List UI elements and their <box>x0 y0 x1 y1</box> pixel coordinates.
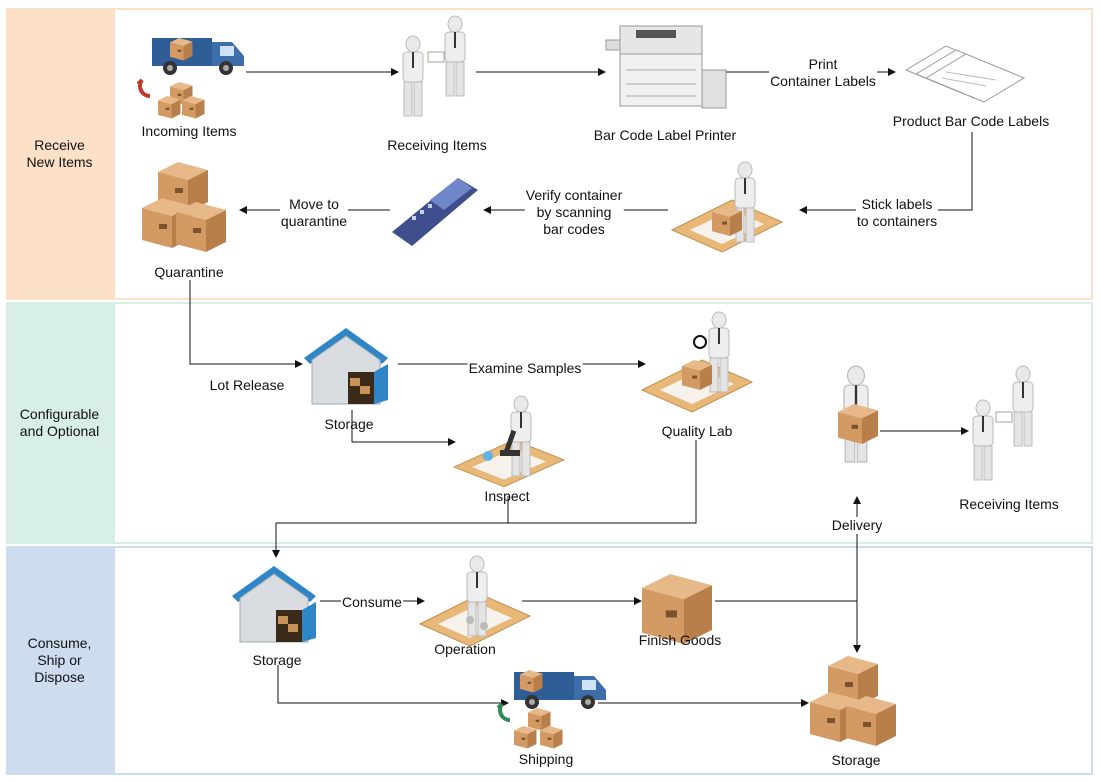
lane-body-consume <box>113 546 1093 775</box>
node-finish-goods: Finish Goods <box>638 632 722 648</box>
storage-icon <box>231 565 317 643</box>
edge-lot-release: Lot Release <box>209 377 285 393</box>
node-quality-lab: Quality Lab <box>661 423 733 439</box>
edge-stick-labels: Stick labels to containers <box>855 196 939 230</box>
node-quarantine: Quarantine <box>154 264 224 280</box>
box-icon <box>158 96 181 119</box>
edge-consume: Consume <box>341 594 403 611</box>
person-icon <box>972 399 994 481</box>
lane-configurable: Configurable and Optional <box>6 302 1093 544</box>
edge-print-labels: Print Container Labels <box>769 56 877 90</box>
box-icon <box>682 360 712 390</box>
truck-icon <box>152 38 244 75</box>
magnifier-icon <box>693 335 707 349</box>
person-icon <box>444 15 466 97</box>
storage-icon <box>303 327 389 405</box>
node-storage-3: Storage <box>831 752 881 768</box>
edge-verify: Verify container by scanning bar codes <box>524 187 624 238</box>
lane-body-receive <box>113 8 1093 300</box>
box-icon <box>540 726 563 749</box>
paper-icon <box>427 51 445 63</box>
node-storage-1: Storage <box>324 416 374 432</box>
node-bar-code-printer: Bar Code Label Printer <box>593 127 737 143</box>
rotate-arrow-icon <box>496 702 511 722</box>
flask-icon <box>483 451 493 461</box>
box-icon <box>712 206 742 236</box>
lane-receive: Receive New Items <box>6 8 1093 300</box>
node-shipping: Shipping <box>518 751 574 767</box>
microscope-icon <box>500 429 520 456</box>
node-receiving-items-1: Receiving Items <box>387 137 487 153</box>
box-icon <box>182 96 205 119</box>
box-icon <box>838 404 878 444</box>
box-icon <box>170 38 193 61</box>
paper-icon <box>995 411 1013 423</box>
node-operation: Operation <box>434 641 496 657</box>
scanner-icon <box>392 178 478 246</box>
edge-examine-samples: Examine Samples <box>467 360 583 377</box>
node-incoming-items: Incoming Items <box>141 123 237 139</box>
node-receiving-items-2: Receiving Items <box>959 496 1059 512</box>
node-storage-2: Storage <box>252 652 302 668</box>
node-delivery: Delivery <box>830 517 884 534</box>
person-icon <box>1012 365 1034 447</box>
person-icon <box>402 35 424 117</box>
printer-icon <box>605 25 727 109</box>
lane-label-receive: Receive New Items <box>6 8 113 300</box>
node-product-labels: Product Bar Code Labels <box>892 113 1050 129</box>
box-icon <box>846 696 896 746</box>
box-icon <box>520 670 543 693</box>
lane-consume: Consume, Ship or Dispose <box>6 546 1093 775</box>
rotate-arrow-icon <box>136 78 151 98</box>
box-icon <box>514 726 537 749</box>
lane-label-configurable: Configurable and Optional <box>6 302 113 544</box>
edge-move-quarantine: Move to quarantine <box>279 196 349 230</box>
lane-label-consume: Consume, Ship or Dispose <box>6 546 113 775</box>
node-inspect: Inspect <box>484 488 530 504</box>
lane-body-configurable <box>113 302 1093 544</box>
gears-icon <box>466 616 488 630</box>
box-icon <box>176 202 226 252</box>
labels-icon <box>904 45 1026 103</box>
